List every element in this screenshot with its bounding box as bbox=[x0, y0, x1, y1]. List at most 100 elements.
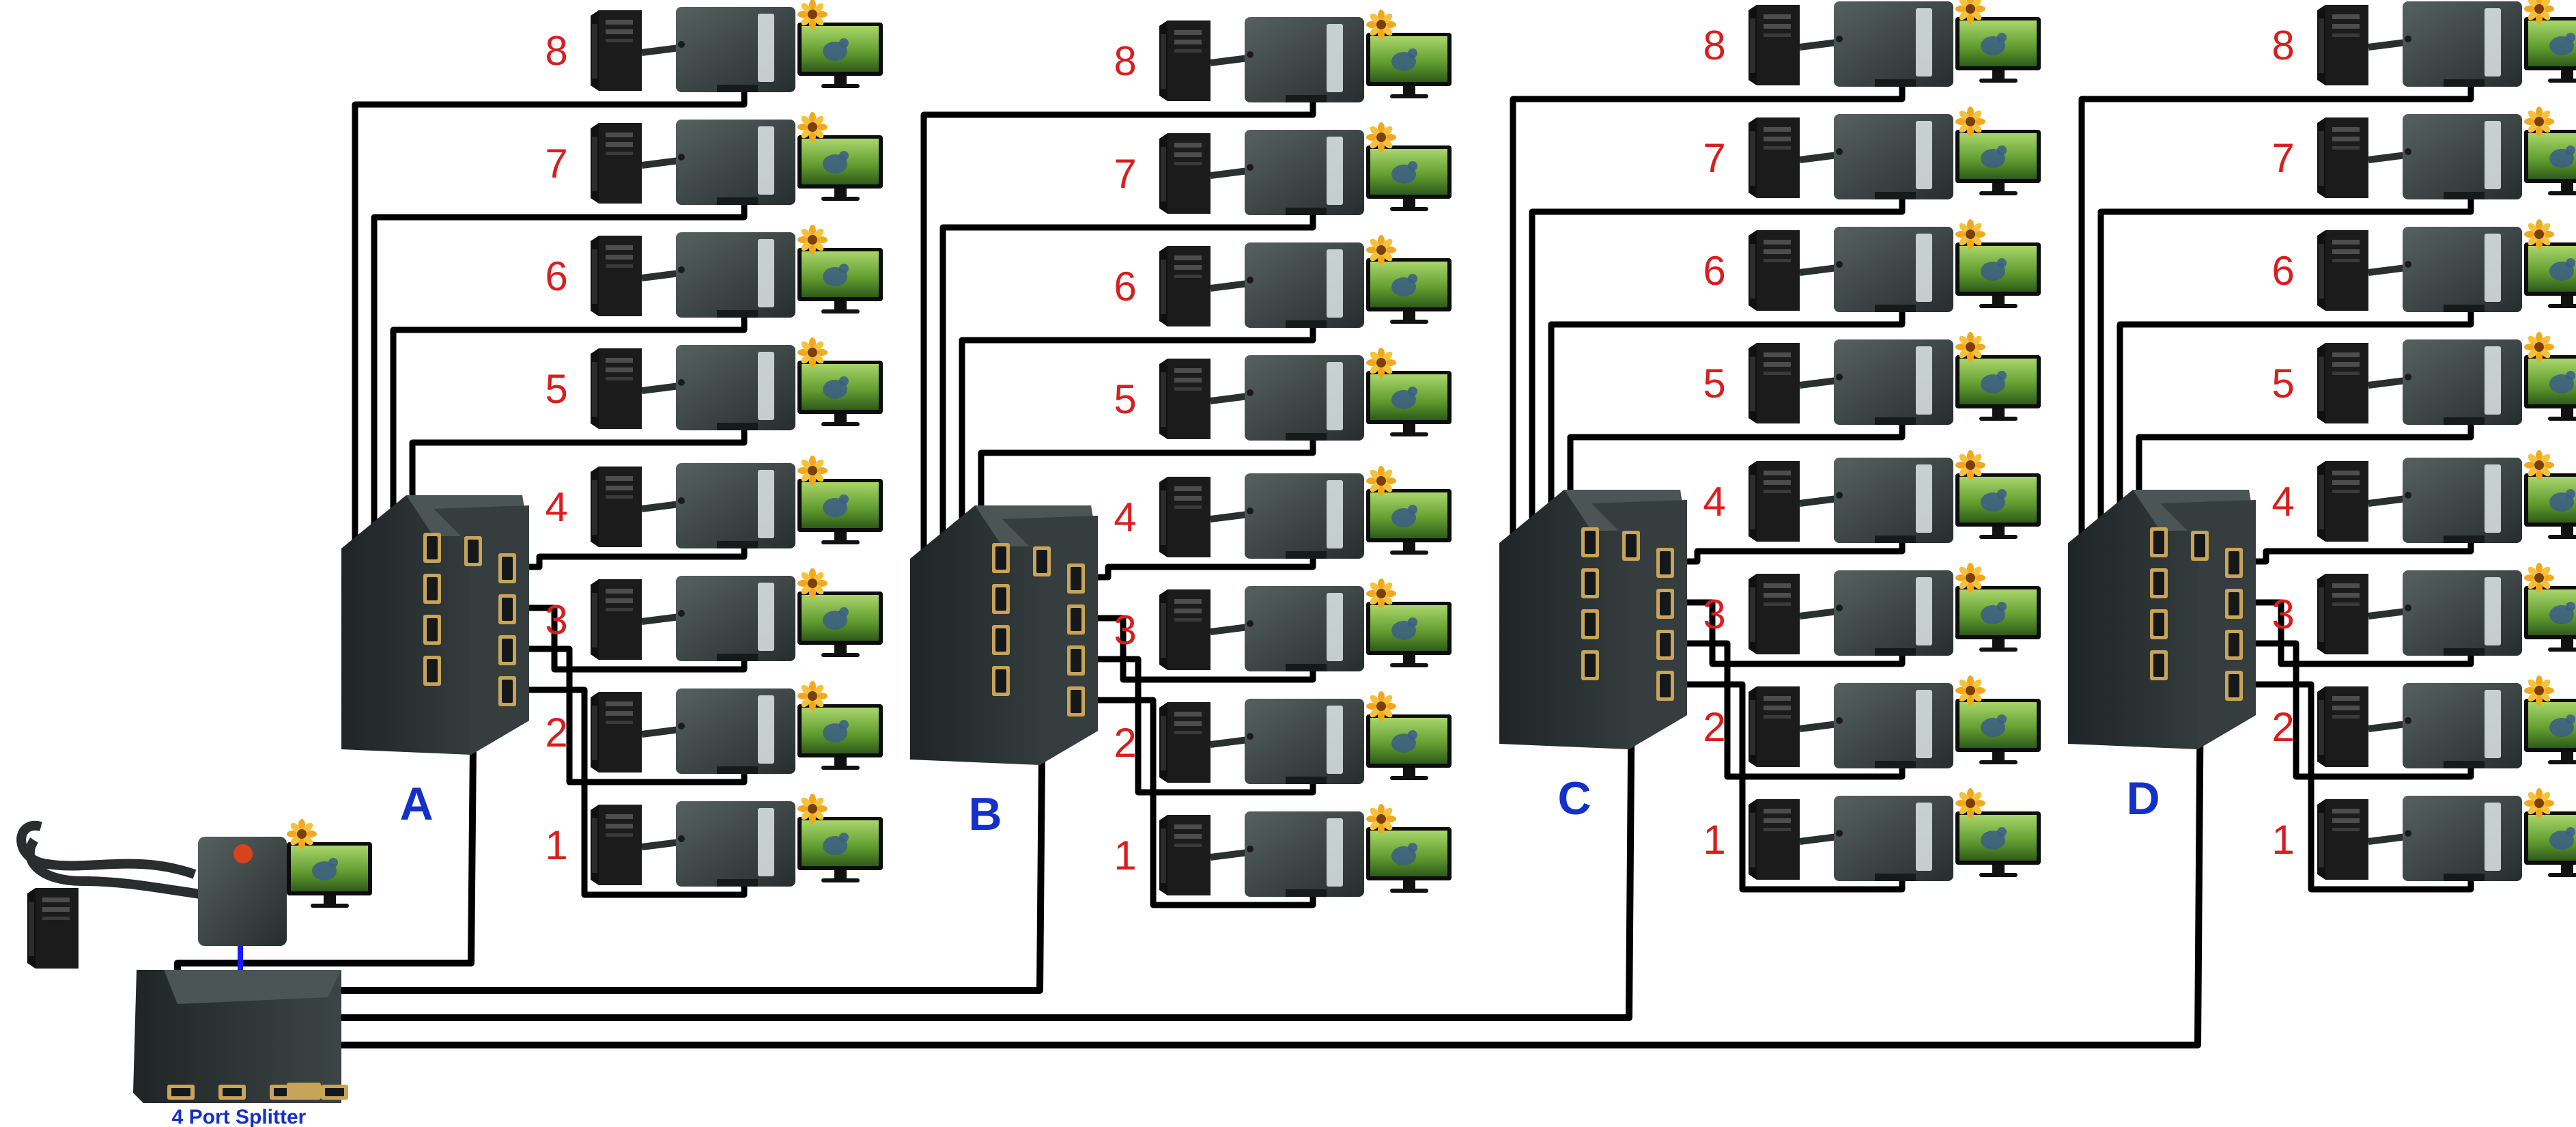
source-pc-tower bbox=[27, 888, 79, 969]
port-number-label: 1 bbox=[545, 822, 567, 868]
pc-cable bbox=[1210, 624, 1249, 635]
matrix-input-port bbox=[1581, 527, 1599, 557]
pc-tower bbox=[1159, 702, 1211, 783]
matrix-input-port bbox=[1581, 609, 1599, 639]
monitor-icon bbox=[1955, 788, 2041, 877]
extender-unit bbox=[1834, 683, 1953, 768]
matrix-output-port bbox=[498, 676, 516, 706]
matrix-input-port bbox=[1581, 650, 1599, 680]
pc-tower bbox=[591, 348, 642, 429]
port-number-label: 7 bbox=[1114, 151, 1136, 197]
pc-tower bbox=[2317, 686, 2368, 767]
monitor-icon bbox=[797, 112, 883, 201]
extender-unit bbox=[1245, 473, 1364, 559]
port-number-label: 7 bbox=[545, 141, 567, 186]
matrix-output-cable bbox=[2243, 640, 2474, 780]
port-number-label: 8 bbox=[1703, 23, 1725, 68]
monitor-icon bbox=[2524, 788, 2576, 877]
matrix-input-port bbox=[1581, 568, 1599, 598]
pc-cable bbox=[1799, 833, 1838, 845]
extender-unit bbox=[676, 463, 795, 548]
monitor-icon bbox=[1955, 563, 2041, 652]
extender-unit bbox=[2403, 1, 2522, 87]
port-number-label: 4 bbox=[2271, 479, 2294, 525]
port-number-label: 3 bbox=[545, 597, 567, 643]
matrix-link-port bbox=[1033, 546, 1051, 576]
pc-cable bbox=[2368, 495, 2407, 507]
pc-cable bbox=[1210, 280, 1249, 292]
matrix-output-port bbox=[498, 553, 516, 583]
matrix-output-cable bbox=[2243, 543, 2474, 565]
matrix-output-cable bbox=[1674, 640, 1906, 780]
port-number-label: 5 bbox=[1114, 376, 1136, 422]
pc-cable bbox=[1799, 39, 1838, 51]
extender-unit bbox=[676, 345, 795, 430]
matrix-output-cable bbox=[1085, 615, 1316, 683]
port-number-label: 6 bbox=[1703, 248, 1725, 294]
port-number-label: 2 bbox=[1703, 704, 1725, 750]
pc-cable bbox=[2368, 721, 2407, 732]
pc-cable bbox=[2368, 152, 2407, 163]
pc-tower bbox=[1749, 5, 1800, 85]
monitor-icon bbox=[1366, 348, 1452, 436]
pc-cable bbox=[641, 726, 680, 738]
monitor-icon bbox=[1366, 10, 1452, 98]
monitor-icon bbox=[797, 0, 883, 88]
extender-unit bbox=[2403, 796, 2522, 881]
monitor-icon bbox=[797, 456, 883, 544]
port-number-label: 2 bbox=[545, 710, 567, 755]
matrix-input-port bbox=[992, 625, 1010, 655]
matrix-input-port bbox=[423, 615, 441, 645]
port-number-label: 1 bbox=[1703, 817, 1725, 863]
matrix-output-cable bbox=[1085, 697, 1316, 908]
pc-tower bbox=[1749, 799, 1800, 880]
pc-tower bbox=[2317, 117, 2368, 198]
pc-tower bbox=[1159, 815, 1211, 895]
matrix-output-port bbox=[1656, 548, 1674, 578]
pc-cable bbox=[1210, 849, 1249, 861]
pc-cable bbox=[1210, 393, 1249, 404]
port-number-label: 7 bbox=[2271, 135, 2294, 181]
splitter-assembly bbox=[16, 819, 372, 1103]
matrix-output-port bbox=[2225, 589, 2243, 619]
monitor-icon bbox=[2524, 107, 2576, 195]
pc-cable bbox=[1799, 721, 1838, 732]
extender-unit bbox=[1245, 811, 1364, 897]
extender-unit bbox=[2403, 227, 2522, 312]
extender-unit bbox=[676, 232, 795, 318]
pc-tower bbox=[591, 10, 642, 91]
pc-tower bbox=[1159, 589, 1211, 670]
port-number-label: 8 bbox=[1114, 38, 1136, 84]
monitor-icon bbox=[1366, 579, 1452, 667]
splitter-input-port bbox=[287, 1083, 321, 1100]
matrix-input-port bbox=[992, 666, 1010, 696]
matrix-output-port bbox=[2225, 630, 2243, 660]
group-label-c: C bbox=[1557, 773, 1591, 824]
port-number-label: 3 bbox=[1114, 607, 1136, 653]
pc-cable bbox=[2368, 833, 2407, 845]
extender-unit bbox=[1834, 570, 1953, 656]
monitor-icon bbox=[2524, 0, 2576, 83]
extender-unit bbox=[1245, 586, 1364, 671]
matrix-output-port bbox=[1656, 630, 1674, 660]
matrix-input-port bbox=[2150, 650, 2168, 680]
monitor-icon bbox=[2524, 219, 2576, 308]
pc-tower bbox=[2317, 461, 2368, 542]
monitor-icon bbox=[1366, 691, 1452, 780]
matrix-output-port bbox=[1067, 686, 1085, 716]
matrix-output-port bbox=[1067, 564, 1085, 594]
port-number-label: 5 bbox=[2271, 361, 2294, 406]
pc-cable bbox=[641, 382, 680, 394]
pc-cable bbox=[641, 44, 680, 56]
monitor-icon bbox=[2524, 563, 2576, 652]
matrix-output-cable bbox=[2243, 599, 2474, 667]
port-number-label: 4 bbox=[1703, 479, 1725, 525]
pc-cable bbox=[1799, 264, 1838, 276]
port-number-label: 6 bbox=[1114, 264, 1136, 309]
port-number-label: 3 bbox=[2271, 592, 2294, 637]
matrix-input-port bbox=[423, 533, 441, 563]
coiled-cable bbox=[16, 820, 206, 900]
pc-cable bbox=[641, 157, 680, 169]
pc-tower bbox=[591, 236, 642, 316]
source-extender bbox=[198, 837, 287, 946]
